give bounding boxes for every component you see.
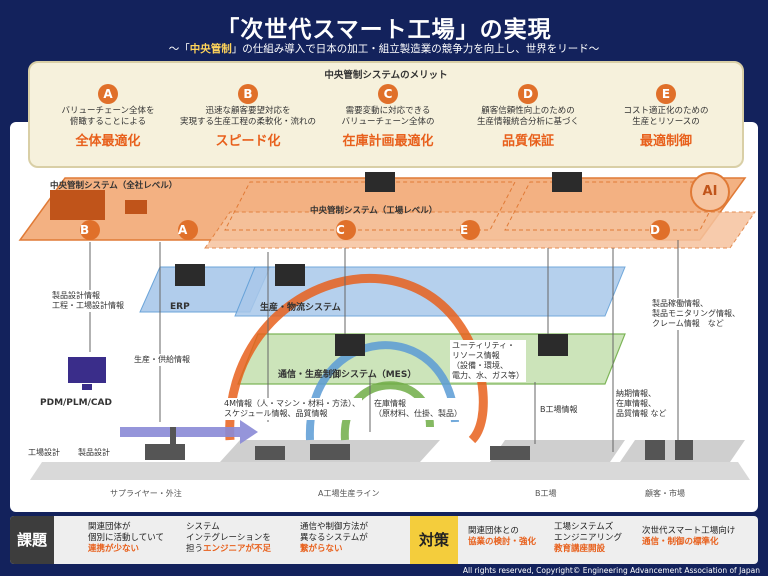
pdm-label: PDM/PLM/CAD xyxy=(40,398,112,408)
system-monitors xyxy=(175,264,568,356)
merit-desc-2: 俯瞰することによる xyxy=(69,117,147,127)
merit-badge: C xyxy=(378,84,398,104)
diagram-area: 中央管制システム（全社レベル） 中央管制システム（工場レベル） ERP 生産・物… xyxy=(10,122,758,512)
merit-heading: 在庫計画最適化 xyxy=(342,134,434,149)
a-line-label: A工場生産ライン xyxy=(318,489,380,498)
product-design-label: 製品設計 xyxy=(78,448,110,457)
merit-desc-1: バリューチェーン全体を xyxy=(61,106,155,116)
issue-1: 関連団体が個別に活動していて連携が少ない xyxy=(88,522,164,554)
merit-heading: 最適制御 xyxy=(639,134,692,149)
badge-a: A xyxy=(178,220,198,240)
merit-desc-1: 迅速な顧客要望対応を xyxy=(205,106,291,116)
merit-a: A バリューチェーン全体を 俯瞰することによる 全体最適化 xyxy=(38,84,178,149)
subtitle-prefix: ～「 xyxy=(168,43,190,55)
floor-strip xyxy=(30,462,750,480)
merit-desc-1: 顧客信頼性向上のための xyxy=(481,106,575,116)
page-subtitle: ～「中央管制」の仕組み導入で日本の加工・組立製造業の競争力を向上し、世界をリード… xyxy=(0,41,768,56)
measure-1: 関連団体との協業の検討・強化 xyxy=(468,526,537,547)
factory-level-frame-a xyxy=(224,181,516,231)
merit-d: D 顧客信頼性向上のための 生産情報統合分析に基づく 品質保証 xyxy=(458,84,598,149)
merit-desc-1: 需要変動に対応できる xyxy=(345,106,431,116)
product-operation-info-label: 製品稼働情報、製品モニタリング情報、クレーム情報 など xyxy=(650,298,742,330)
measure-2: 工場システムズエンジニアリング教育講座開設 xyxy=(554,522,623,554)
company-monitors xyxy=(50,172,582,220)
merit-badge: E xyxy=(656,84,676,104)
factory-level-label: 中央管制システム（工場レベル） xyxy=(310,206,438,216)
issues-label: 課題 xyxy=(10,516,54,564)
issues-measures-bar: 課題 関連団体が個別に活動していて連携が少ない システムインテグレーションを担う… xyxy=(10,516,758,564)
b-factory-label: B工場 xyxy=(535,489,557,498)
merit-badge: D xyxy=(518,84,538,104)
merit-b: B 迅速な顧客要望対応を 実現する生産工程の柔軟化・流れの スピード化 xyxy=(178,84,318,149)
orange-arc xyxy=(225,273,488,444)
factory-design-label: 工場設計 xyxy=(28,448,60,457)
purple-arrow xyxy=(120,420,258,444)
merit-badge: B xyxy=(238,84,258,104)
delivery-info-label: 納期情報、在庫情報、品質情報 など xyxy=(614,388,669,420)
subtitle-emph: 中央管制 xyxy=(189,43,232,55)
merit-e: E コスト適正化のための 生産とリソースの 最適制御 xyxy=(596,84,736,149)
badge-c: C xyxy=(336,220,356,240)
badge-b: B xyxy=(80,220,100,240)
production-system-label: 生産・物流システム xyxy=(260,303,341,313)
ai-badge: AI xyxy=(690,172,730,212)
connector-lines xyxy=(89,240,679,452)
merit-badge: A xyxy=(98,84,118,104)
diagram-svg xyxy=(18,172,756,480)
subtitle-suffix: 」の仕組み導入で日本の加工・組立製造業の競争力を向上し、世界をリード～ xyxy=(231,43,600,55)
stock-info-label: 在庫情報（原材料、仕掛、製品） xyxy=(372,398,464,420)
merit-desc-2: 生産とリソースの xyxy=(632,117,700,127)
pdm-monitor xyxy=(68,357,106,390)
copyright-text: All rights reserved, Copyright© Engineer… xyxy=(462,566,760,575)
merit-desc-2: 生産情報統合分析に基づく xyxy=(476,117,579,127)
merits-box: 中央管制システムのメリット A バリューチェーン全体を 俯瞰することによる 全体… xyxy=(28,61,744,168)
merit-c: C 需要変動に対応できる バリューチェーン全体の 在庫計画最適化 xyxy=(318,84,458,149)
supply-info-label: 生産・供給情報 xyxy=(132,354,192,366)
factory-level-frame-b xyxy=(504,181,726,231)
measures-label: 対策 xyxy=(410,516,458,564)
mes-label: 通信・生産制御システム（MES） xyxy=(278,370,417,380)
merit-heading: 品質保証 xyxy=(501,134,554,149)
issue-2: システムインテグレーションを担うエンジニアが不足 xyxy=(186,522,272,554)
merits-title: 中央管制システムのメリット xyxy=(324,70,448,81)
merit-desc-1: コスト適正化のための xyxy=(623,106,709,116)
page-title: 「次世代スマート工場」の実現 xyxy=(216,17,552,43)
merit-heading: 全体最適化 xyxy=(75,134,141,149)
merit-desc-2: 実現する生産工程の柔軟化・流れの xyxy=(179,117,316,127)
company-level-label: 中央管制システム（全社レベル） xyxy=(50,181,178,191)
merit-heading: スピード化 xyxy=(215,134,281,149)
issue-3: 通信や制御方法が異なるシステムが繋がらない xyxy=(300,522,369,554)
utility-info-label: ユーティリティ・リソース情報（設備・環境、電力、水、ガス等） xyxy=(450,340,526,382)
erp-label: ERP xyxy=(170,302,190,312)
measure-3: 次世代スマート工場向け通信・制御の標準化 xyxy=(642,526,736,547)
badge-d: D xyxy=(650,220,670,240)
factory-icons xyxy=(145,427,693,460)
b-factory-info-label: B工場情報 xyxy=(538,404,580,416)
customer-label: 顧客・市場 xyxy=(645,489,685,498)
badge-e: E xyxy=(460,220,480,240)
merit-desc-2: バリューチェーン全体の xyxy=(341,117,435,127)
design-info-label: 製品設計情報工程・工場設計情報 xyxy=(50,290,126,312)
fourm-info-label: 4M情報（人・マシン・材料・方法）、スケジュール情報、品質情報 xyxy=(222,398,362,420)
supplier-label: サプライヤー・外注 xyxy=(110,489,182,498)
